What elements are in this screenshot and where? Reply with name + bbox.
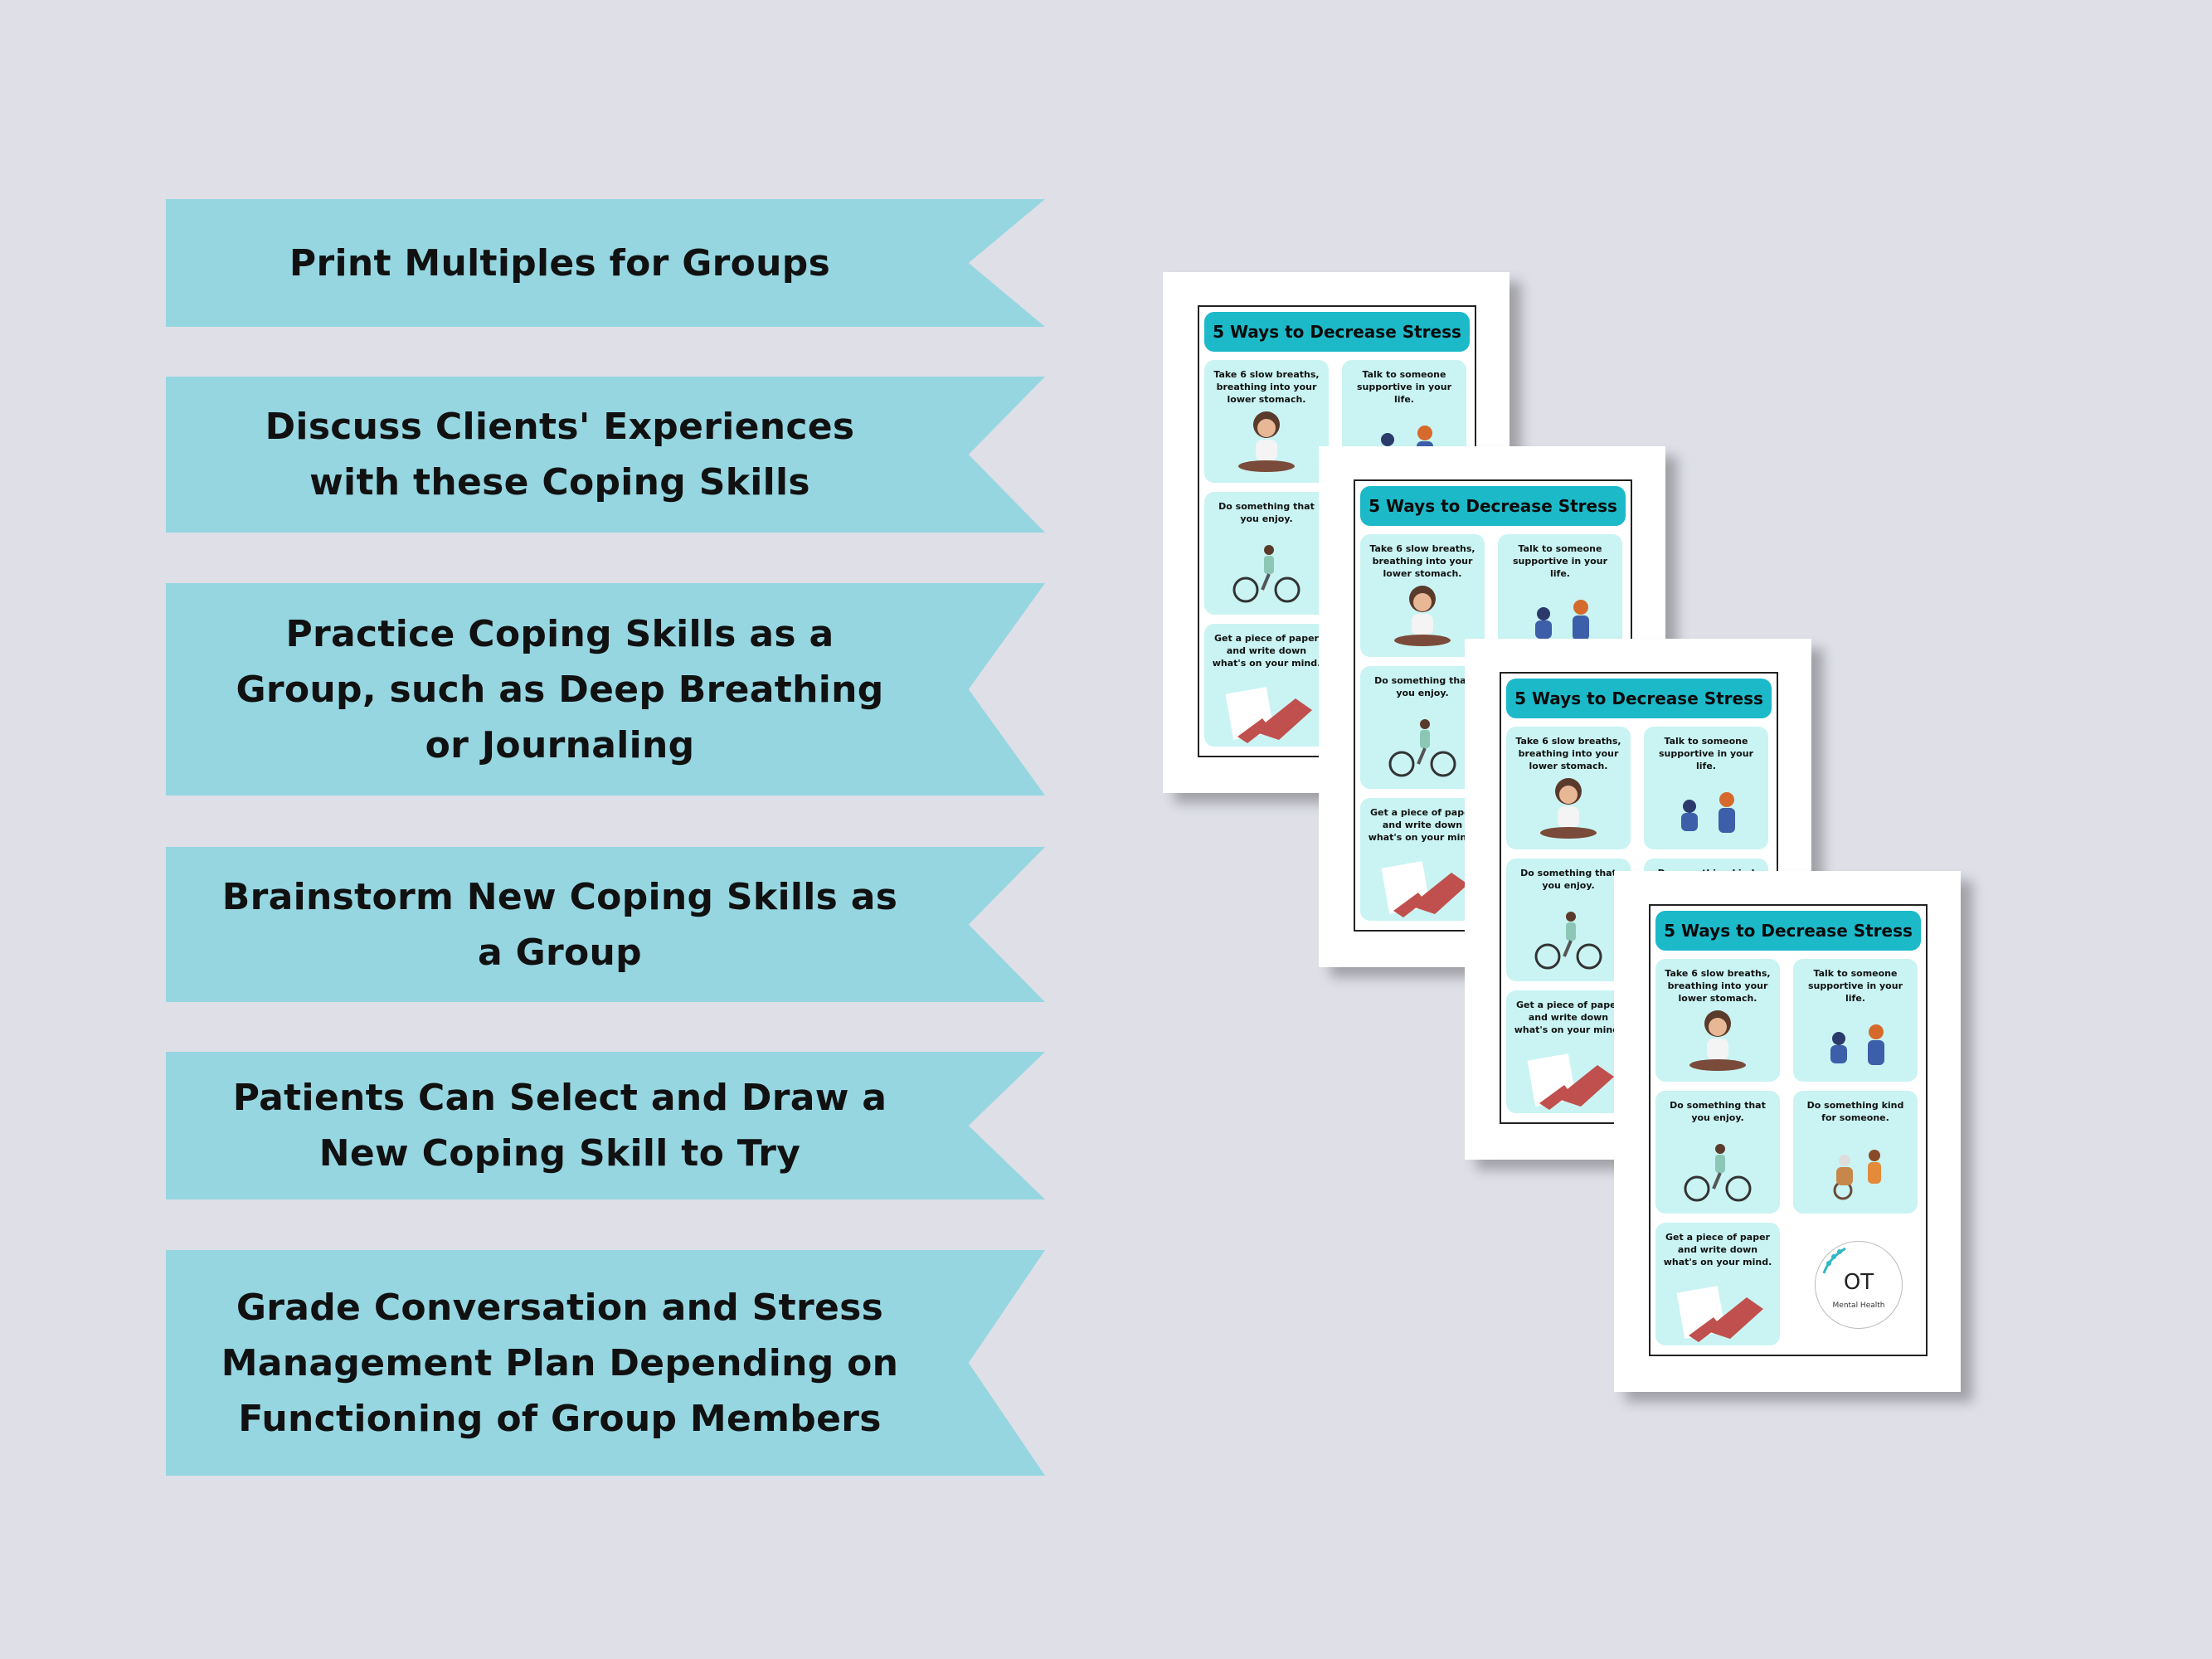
hand-writing-icon: [1225, 687, 1312, 743]
two-people-talking-icon: [1830, 1024, 1884, 1065]
worksheet-title: 5 Ways to Decrease Stress: [1204, 312, 1470, 352]
card-breathing: Take 6 slow breaths, breathing into your…: [1655, 959, 1780, 1082]
two-people-talking-icon: [1681, 792, 1735, 833]
ribbon-practice-skills: Practice Coping Skills as a Group, such …: [166, 583, 1045, 795]
worksheet-title: 5 Ways to Decrease Stress: [1360, 486, 1626, 526]
ribbon-text: Grade Conversation and Stress Management…: [221, 1286, 899, 1440]
meditating-person-icon: [1394, 586, 1451, 646]
worksheet-title: 5 Ways to Decrease Stress: [1655, 911, 1921, 951]
card-breathing: Take 6 slow breaths, breathing into your…: [1506, 727, 1631, 849]
hand-writing-icon: [1381, 861, 1468, 917]
cyclist-icon: [1232, 545, 1300, 603]
ot-logo: OT Mental Health: [1815, 1241, 1903, 1329]
card-breathing: Take 6 slow breaths, breathing into your…: [1360, 534, 1485, 657]
cyclist-icon: [1684, 1144, 1752, 1202]
card-enjoy: Do something that you enjoy.: [1506, 859, 1631, 981]
card-talk: Talk to someone supportive in your life.: [1793, 959, 1918, 1082]
ribbon-grade-conversation: Grade Conversation and Stress Management…: [166, 1250, 1045, 1476]
hand-writing-icon: [1527, 1053, 1614, 1110]
card-enjoy: Do something that you enjoy.: [1204, 492, 1329, 615]
hand-writing-icon: [1676, 1286, 1763, 1342]
ribbon-discuss-experiences: Discuss Clients' Experiences with these …: [166, 377, 1045, 533]
card-breathing: Take 6 slow breaths, breathing into your…: [1204, 360, 1329, 483]
card-talk: Talk to someone supportive in your life.: [1644, 727, 1768, 849]
ribbon-brainstorm: Brainstorm New Coping Skills as a Group: [166, 847, 1045, 1002]
card-kind: Do something kind for someone.: [1793, 1091, 1918, 1214]
laurel-icon: [1822, 1247, 1846, 1274]
card-write: Get a piece of paper and write down what…: [1506, 990, 1631, 1113]
ribbon-select-draw: Patients Can Select and Draw a New Copin…: [166, 1052, 1045, 1199]
ribbon-text: Brainstorm New Coping Skills as a Group: [221, 875, 898, 974]
card-logo: OT Mental Health: [1793, 1223, 1918, 1345]
meditating-person-icon: [1238, 411, 1295, 472]
cyclist-icon: [1388, 719, 1456, 777]
card-talk: Talk to someone supportive in your life.: [1498, 534, 1622, 657]
cyclist-icon: [1534, 912, 1602, 970]
card-write: Get a piece of paper and write down what…: [1204, 624, 1329, 747]
ribbon-text: Practice Coping Skills as a Group, such …: [236, 612, 884, 766]
card-enjoy: Do something that you enjoy.: [1655, 1091, 1780, 1214]
meditating-person-icon: [1689, 1010, 1746, 1071]
ribbon-text: Print Multiples for Groups: [289, 241, 831, 285]
ribbon-print-multiples: Print Multiples for Groups: [166, 199, 1045, 327]
card-write: Get a piece of paper and write down what…: [1655, 1223, 1780, 1345]
worksheet-frame: 5 Ways to Decrease Stress Take 6 slow br…: [1649, 904, 1928, 1356]
worksheet-page-4: 5 Ways to Decrease Stress Take 6 slow br…: [1614, 871, 1961, 1392]
ribbon-text: Patients Can Select and Draw a New Copin…: [232, 1077, 887, 1175]
worksheet-title: 5 Ways to Decrease Stress: [1506, 679, 1772, 718]
meditating-person-icon: [1540, 778, 1597, 839]
helping-elder-icon: [1833, 1150, 1881, 1200]
two-people-talking-icon: [1535, 600, 1589, 640]
card-enjoy: Do something that you enjoy.: [1360, 666, 1485, 789]
ribbon-text: Discuss Clients' Experiences with these …: [265, 406, 855, 504]
card-write: Get a piece of paper and write down what…: [1360, 798, 1485, 921]
